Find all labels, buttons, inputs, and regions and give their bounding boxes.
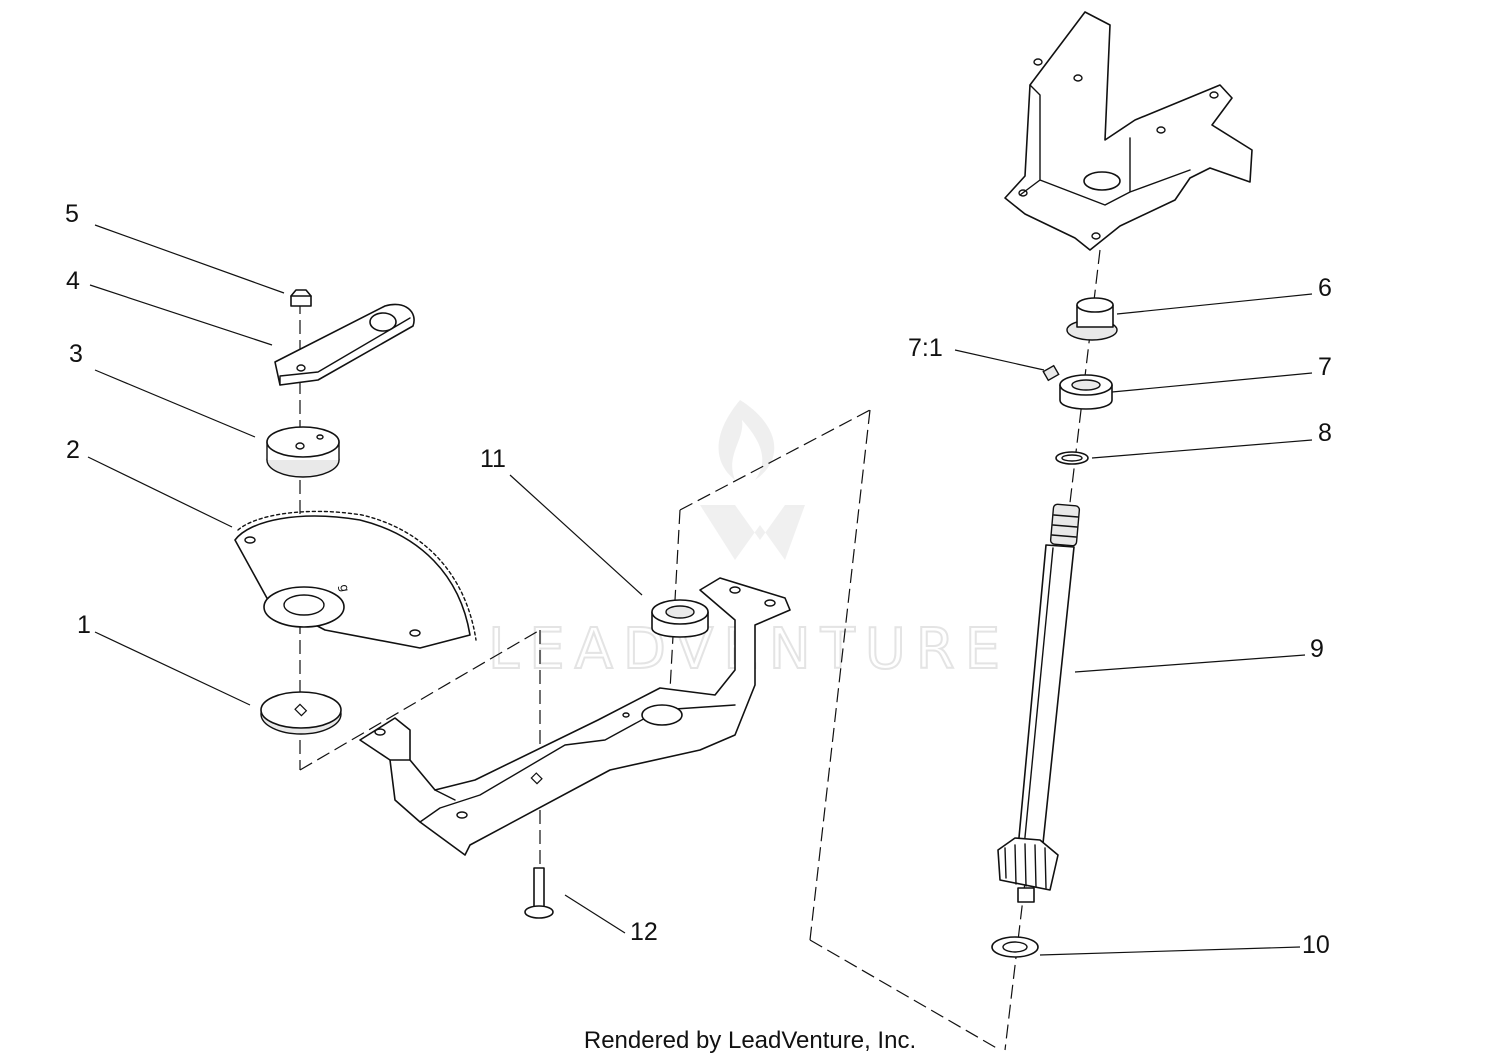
set-screw — [1042, 364, 1060, 382]
callout-1: 1 — [77, 611, 91, 639]
footer-credit: Rendered by LeadVenture, Inc. — [584, 1027, 916, 1054]
callout-2: 2 — [66, 436, 80, 464]
callout-4: 4 — [66, 267, 80, 295]
carriage-bolt — [524, 867, 554, 919]
callout-12: 12 — [630, 918, 658, 946]
retaining-ring — [1055, 451, 1089, 465]
washer — [260, 691, 342, 735]
callout-3: 3 — [69, 340, 83, 368]
callout-7: 7 — [1318, 353, 1332, 381]
callout-5: 5 — [65, 200, 79, 228]
hex-nut — [290, 289, 312, 307]
shaft-washer — [991, 936, 1039, 958]
steering-bracket — [359, 577, 791, 856]
callout-8: 8 — [1318, 419, 1332, 447]
flange-bushing — [1066, 297, 1118, 341]
steering-shaft — [997, 503, 1081, 903]
frame-bracket — [1004, 11, 1253, 251]
sector-gear: g — [234, 510, 477, 649]
link-plate — [274, 303, 415, 386]
bushing — [651, 599, 709, 638]
callout-labels: 1 2 3 4 5 6 7:1 7 8 9 10 11 12 — [65, 200, 1332, 959]
watermark-logo — [700, 400, 805, 560]
callout-9: 9 — [1310, 635, 1324, 663]
spacer-disc — [266, 426, 340, 478]
callout-7-1: 7:1 — [908, 334, 943, 362]
callout-11: 11 — [480, 445, 506, 473]
svg-text:g: g — [337, 583, 352, 593]
leader-lines — [87, 224, 1313, 956]
locking-collar — [1059, 374, 1113, 410]
callout-6: 6 — [1318, 274, 1332, 302]
callout-10: 10 — [1302, 931, 1330, 959]
